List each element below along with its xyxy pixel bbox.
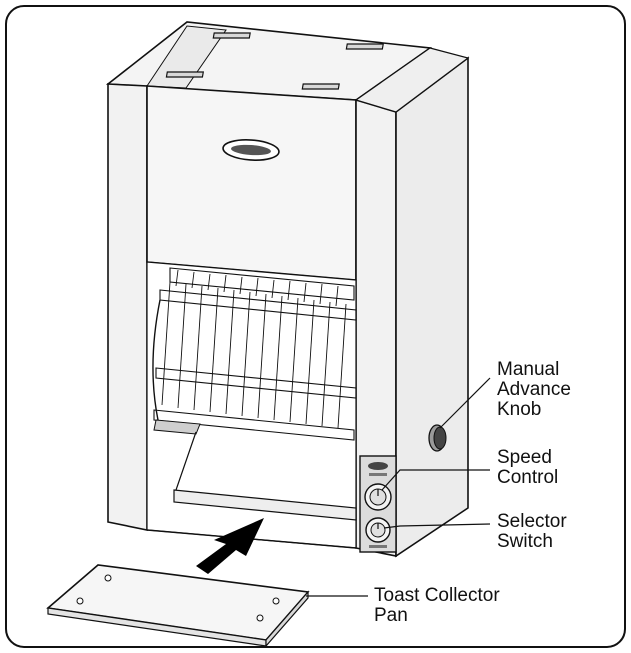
callout-manual-advance-knob: Manual Advance Knob [497, 360, 571, 420]
top-vent-slots [165, 32, 384, 90]
selector-switch-knob [365, 517, 391, 543]
speed-control-knob [364, 483, 392, 511]
callout-toast-collector-pan: Toast Collector Pan [374, 586, 500, 626]
conveyor-baskets [152, 267, 357, 441]
callout-speed-control: Speed Control [497, 448, 558, 488]
manual-advance-knob [428, 424, 447, 452]
callout-label-line: Selector [497, 511, 567, 532]
toaster-right-side [395, 56, 469, 558]
toast-chute [173, 489, 357, 521]
left-pillar [107, 83, 148, 531]
insertion-arrow-icon [196, 518, 264, 574]
callout-label-line: Speed [497, 447, 552, 468]
callout-label-line: Manual [497, 359, 560, 380]
callout-leader-lines [306, 377, 491, 597]
callout-label-line: Control [497, 467, 559, 488]
callout-label-line: Knob [497, 399, 542, 420]
control-panel-logo-icon [368, 462, 388, 470]
callout-label-line: Switch [497, 531, 553, 552]
callout-label-line: Toast Collector [374, 585, 500, 606]
callout-label-line: Pan [374, 605, 408, 626]
front-upper-panel [146, 85, 357, 281]
callout-label-line: Advance [497, 379, 571, 400]
callout-selector-switch: Selector Switch [497, 512, 567, 552]
toast-collector-pan [46, 564, 310, 648]
